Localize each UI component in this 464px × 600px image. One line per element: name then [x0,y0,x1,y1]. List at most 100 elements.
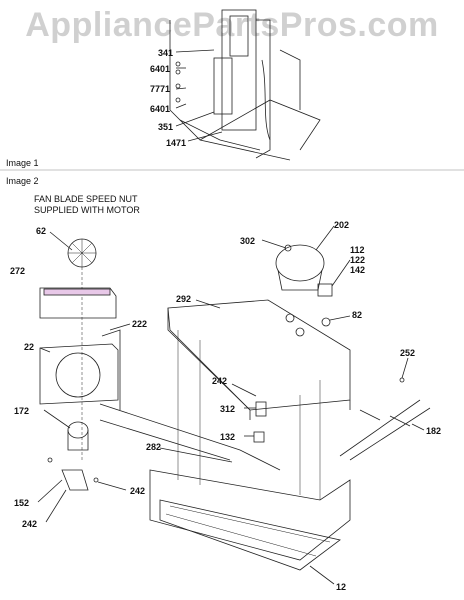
part-label: 112 [350,245,365,255]
drain-pan-ribs [165,513,317,557]
leader-182 [411,423,425,431]
part-label: 82 [352,310,362,320]
part-label: 62 [36,226,46,236]
part-label: 132 [220,432,235,442]
leader-222 [109,323,131,331]
part-label: 242 [130,486,145,496]
bracket-flange [101,329,121,410]
part-label: 172 [14,406,29,416]
leader-12 [309,565,335,585]
screw [175,69,181,75]
part-label: 182 [426,426,441,436]
image1-labels: 341 6401 7771 6401 351 1471 Image 1 [6,48,186,168]
motor-bracket [39,343,119,405]
leader-242 [45,489,67,523]
screw [175,61,181,67]
leader-62 [49,231,73,251]
part-label: 202 [334,220,349,230]
part-label: 282 [146,442,161,452]
leader-112 [331,259,351,287]
leader-6401b [175,103,187,109]
part-label: 272 [10,266,25,276]
leader-22 [39,347,51,353]
part-label: 152 [14,498,29,508]
leader-82 [329,315,351,321]
upper-tray-front [167,308,251,411]
capacitor [255,401,267,417]
leader-351 [175,111,215,127]
tube [261,59,271,141]
part-label: 1471 [166,138,186,148]
grommet [321,317,331,327]
leader-7771 [175,87,187,90]
control-box [229,15,249,57]
rear-wall [279,49,301,110]
cabinet-edge [179,119,261,151]
part-label: 292 [176,294,191,304]
part-label: 222 [132,319,147,329]
tubing [99,403,281,471]
cabinet-floor [199,99,321,151]
relay [253,431,265,443]
harness-connector [399,377,405,383]
part-label: 142 [350,265,365,275]
image2-labels: Image 2 FAN BLADE SPEED NUT SUPPLIED WIT… [6,176,441,592]
note-line2: SUPPLIED WITH MOTOR [34,205,140,215]
fan-blade-vanes [68,239,96,267]
upper-tray-edge [249,400,351,420]
part-label: 351 [158,122,173,132]
part-label: 6401 [150,104,170,114]
part-label: 312 [220,404,235,414]
leader-341 [175,49,215,53]
drain-pan [159,499,341,571]
image1-drawing [169,9,321,161]
housing [221,9,257,131]
side-panel [255,19,271,159]
part-label: 242 [212,376,227,386]
image2-caption: Image 2 [6,176,39,186]
fan-opening [55,352,101,398]
screw [175,97,181,103]
screw [175,83,181,89]
fan-shroud [39,287,117,319]
leader-152 [37,479,63,503]
leader-202 [315,225,335,251]
leader-282 [159,447,233,463]
fan-motor [67,421,89,439]
leader-242b [97,481,127,491]
grommet [285,313,295,323]
note-line1: FAN BLADE SPEED NUT [34,194,138,204]
part-label: 12 [336,582,346,592]
leader-172 [43,409,71,429]
compressor [275,244,325,282]
relay-overload [317,283,333,297]
leader-252 [401,357,409,379]
part-label: 6401 [150,64,170,74]
motor-body [67,430,89,451]
tubing [99,419,231,461]
drain-pan-ribs [169,505,331,543]
upper-tray [167,299,351,411]
image1-caption: Image 1 [6,158,39,168]
motor-mount [61,469,89,491]
part-label: 242 [22,519,37,529]
leader-242c [231,383,257,397]
shroud-highlight [43,288,111,296]
screw [93,477,99,483]
screw [47,457,53,463]
leader-292 [195,299,221,309]
image2-drawing [37,225,431,585]
mount-bracket [213,57,233,115]
support-lines [177,330,321,500]
part-label: 302 [240,236,255,246]
part-label: 22 [24,342,34,352]
compressor-base [277,269,323,291]
cabinet-wall [169,20,291,161]
leader-1471 [187,131,223,142]
leader-302 [261,239,287,249]
grommet [295,327,305,337]
part-label: 341 [158,48,173,58]
part-label: 7771 [150,84,170,94]
part-label: 252 [400,348,415,358]
